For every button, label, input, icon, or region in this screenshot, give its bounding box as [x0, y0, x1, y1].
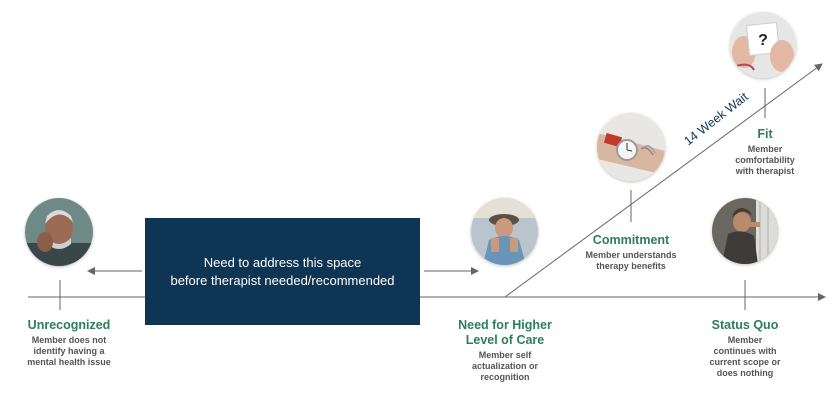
stage-desc-status-quo: Member continues with current scope or d… [709, 335, 781, 378]
stage-desc-need-higher-care: Member self actualization or recognition [471, 350, 538, 382]
address-space-callout: Need to address this space before therap… [145, 218, 420, 325]
wristwatch-photo-icon [597, 113, 665, 181]
stage-title-need-higher-care: Need for Higher Level of Care [458, 318, 552, 347]
stage-title-commitment: Commitment [592, 233, 670, 247]
question-card-photo-icon: ? [730, 12, 796, 78]
window-gazing-person-photo-icon [712, 198, 778, 264]
thinking-person-photo-icon [471, 198, 538, 265]
stage-title-unrecognized: Unrecognized [27, 318, 111, 332]
distressed-man-photo-icon [25, 198, 93, 266]
diagonal-wait-arrow [504, 63, 823, 298]
stage-desc-unrecognized: Member does not identify having a mental… [27, 335, 111, 367]
stage-title-fit: Fit [757, 127, 773, 141]
stage-desc-fit: Member comfortability with therapist [735, 144, 795, 176]
question-mark-glyph: ? [758, 32, 768, 49]
stage-desc-commitment: Member understands therapy benefits [585, 250, 677, 271]
stage-title-status-quo: Status Quo [711, 318, 779, 332]
